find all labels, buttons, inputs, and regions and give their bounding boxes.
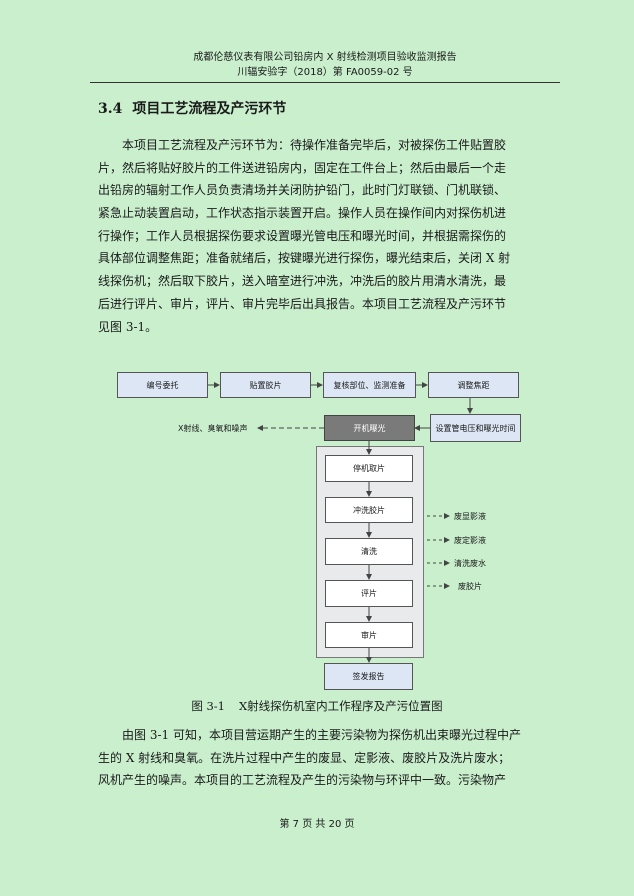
text-line: 后进行评片、审片，评片、审片完毕后出具报告。本项目工艺流程及产污环节: [98, 296, 507, 311]
step-check-position: 复核部位、监测准备: [323, 372, 416, 398]
text-line: 风机产生的噪声。本项目的工艺流程及产生的污染物与环评中一致。污染物产: [98, 773, 507, 788]
text-line: 由图 3-1 可知，本项目营运期产生的主要污染物为探伤机出束曝光过程中产: [122, 728, 521, 742]
text-line: 出铅房的辐射工作人员负责清场并关闭防护铅门，此时门灯联锁、门机联锁、: [98, 183, 507, 198]
step-numbering-commission: 编号委托: [117, 372, 208, 398]
text-line: 线探伤机；然后取下胶片，送入暗室进行冲洗，冲洗后的胶片用清水清洗，最: [98, 274, 507, 289]
step-develop-film: 冲洗胶片: [325, 497, 413, 523]
paragraph-pollutant-summary: 由图 3-1 可知，本项目营运期产生的主要污染物为探伤机出束曝光过程中产 生的 …: [98, 724, 541, 792]
paragraph-process-description: 本项目工艺流程及产污环节为：待操作准备完毕后，对被探伤工件贴置胶 片，然后将贴好…: [98, 134, 541, 338]
page-number: 第 7 页 共 20 页: [279, 819, 355, 830]
waste-developer-label: 废显影液: [454, 512, 486, 521]
figure-title: X射线探伤机室内工作程序及产污位置图: [239, 699, 443, 713]
section-heading: 3.4 项目工艺流程及产污环节: [98, 98, 286, 118]
text-line: 行操作；工作人员根据探伤要求设置曝光管电压和曝光时间，并根据需探伤的: [98, 228, 507, 243]
step-issue-report: 签发报告: [324, 663, 413, 690]
text-line: 紧急止动装置启动，工作状态指示装置开启。操作人员在操作间内对探伤机进: [98, 206, 507, 221]
text-line: 生的 X 射线和臭氧。在洗片过程中产生的废显、定影液、废胶片及洗片废水；: [98, 750, 511, 765]
section-number: 3.4: [98, 101, 123, 117]
report-number: 川辐安验字（2018）第 FA0059-02 号: [237, 67, 413, 78]
section-title: 项目工艺流程及产污环节: [132, 101, 287, 117]
waste-fixer-label: 废定影液: [454, 536, 486, 545]
step-attach-film: 贴置胶片: [220, 372, 311, 398]
figure-number: 图 3-1: [191, 699, 225, 713]
text-line: 见图 3-1。: [98, 319, 158, 334]
wash-wastewater-label: 清洗废水: [454, 559, 486, 568]
step-wash: 清洗: [325, 538, 413, 565]
step-start-exposure: 开机曝光: [324, 415, 415, 441]
step-set-voltage-time: 设置管电压和曝光时间: [430, 414, 521, 442]
text-line: 具体部位调整焦距；准备就绪后，按键曝光进行探伤，曝光结束后，关闭 X 射: [98, 251, 511, 266]
text-line: 本项目工艺流程及产污环节为：待操作准备完毕后，对被探伤工件贴置胶: [122, 138, 507, 152]
waste-film-label: 废胶片: [458, 582, 482, 591]
report-title: 成都伦慈仪表有限公司铅房内 X 射线检测项目验收监测报告: [193, 52, 457, 63]
text-line: 片，然后将贴好胶片的工件送进铅房内，固定在工件台上；然后由最后一个走: [98, 160, 507, 175]
step-evaluate-film: 评片: [325, 580, 413, 607]
page-header: 成都伦慈仪表有限公司铅房内 X 射线检测项目验收监测报告 川辐安验字（2018）…: [90, 50, 560, 83]
exposure-pollutants-label: X射线、臭氧和噪声: [178, 424, 248, 433]
step-stop-take-film: 停机取片: [325, 455, 413, 482]
step-review-film: 审片: [325, 622, 413, 648]
step-adjust-focus: 调整焦距: [428, 372, 519, 398]
figure-caption: 图 3-1 X射线探伤机室内工作程序及产污位置图: [0, 698, 634, 714]
